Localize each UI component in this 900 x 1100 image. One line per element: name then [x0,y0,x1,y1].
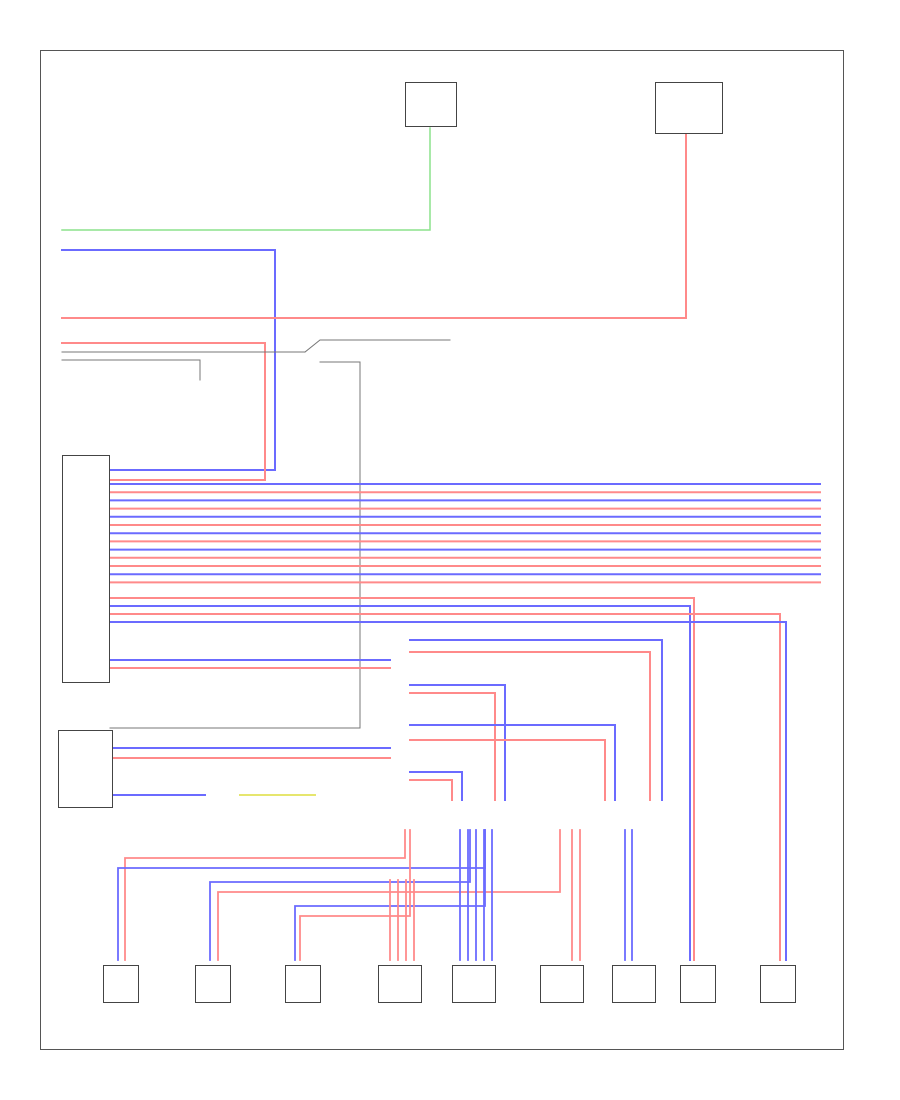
gray-ground-wire [109,361,361,729]
branch-red-652 [409,651,651,801]
branch-blue-772 [409,771,463,801]
bottom-component-4 [378,965,422,1003]
red-signal-wire-b [61,342,266,481]
bottom-component-6 [540,965,584,1003]
fuse-box-left [405,82,457,127]
left-module-connector [62,455,110,683]
drop-wire-1 [107,597,695,961]
gray-switch-wire [304,339,451,353]
branch-red-740 [409,739,606,801]
bottom-component-9 [760,965,796,1003]
dist-red-2 [217,829,561,961]
bottom-component-7 [612,965,656,1003]
dist-red-3 [299,829,411,961]
bottom-component-3 [285,965,321,1003]
bottom-component-2 [195,965,231,1003]
branch-blue-640 [409,639,663,801]
dist-blue-2 [209,829,471,961]
blue-signal-wire-a [61,249,276,471]
green-power-wire [61,127,431,231]
bottom-component-8 [680,965,716,1003]
drop-wire-2 [107,605,691,961]
red-power-wire-right [61,133,687,319]
gray-wire-b [61,359,201,381]
drop-wire-4 [107,621,787,961]
branch-red-780 [409,779,453,801]
diagram-frame [40,50,844,1050]
branch-blue-685 [409,684,506,801]
bottom-component-5 [452,965,496,1003]
dist-red-1 [124,829,406,961]
fuse-box-right [655,82,723,134]
engine-control-module [58,730,113,808]
drop-wire-3 [107,613,781,961]
branch-blue-725 [409,724,616,801]
bottom-component-1 [103,965,139,1003]
dist-blue-1 [117,829,486,961]
branch-red-693 [409,692,496,801]
